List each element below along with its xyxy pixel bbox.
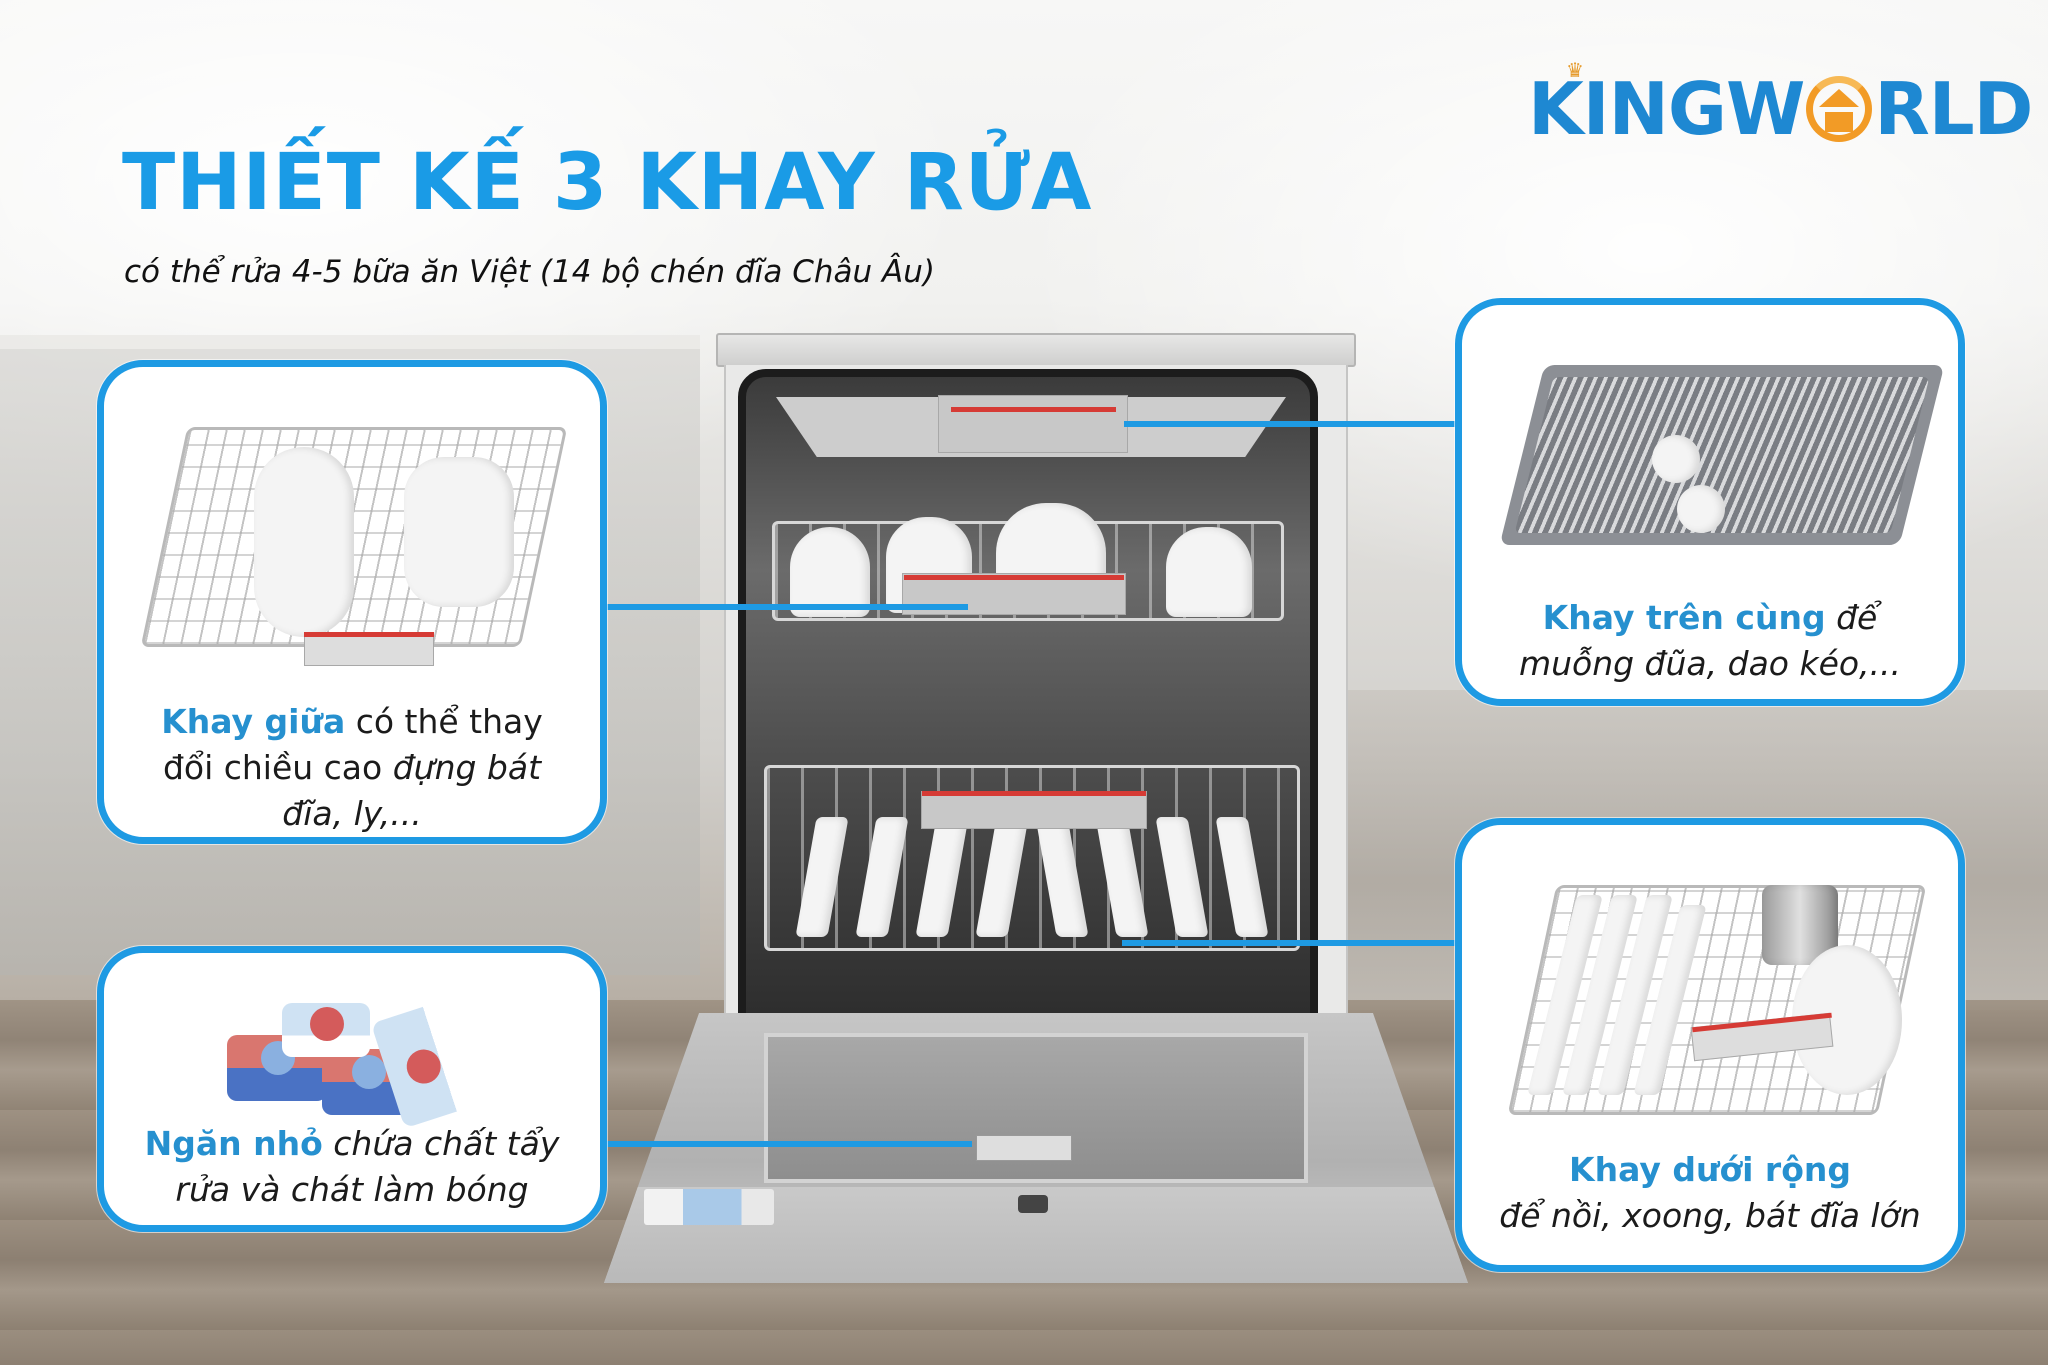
- red-strip: [304, 632, 434, 637]
- feature-card-middle-rack: Khay giữa có thể thay đổi chiều cao đựng…: [97, 360, 607, 844]
- rack-handle: [304, 632, 434, 666]
- bottom-rack-caption: Khay dưới rộng để nồi, xoong, bát đĩa lớ…: [1462, 1147, 1958, 1239]
- middle-rack-red-strip: [904, 575, 1124, 580]
- top-tray-red-strip: [951, 407, 1116, 412]
- dishwasher-tablets-image: [104, 973, 600, 1129]
- dishwasher-interior: [738, 369, 1318, 1029]
- crown-icon: ♛: [1566, 58, 1584, 82]
- cup: [1677, 485, 1725, 533]
- logo-text-left: KINGW: [1528, 67, 1805, 151]
- middle-rack-highlight: Khay giữa: [161, 702, 346, 741]
- bottom-rack-handle: [921, 791, 1147, 829]
- energy-label-sticker: [644, 1189, 774, 1225]
- detergent-caption: Ngăn nhỏ chứa chất tẩy rửa và chát làm b…: [144, 1124, 560, 1209]
- middle-rack-caption: Khay giữa có thể thay đổi chiều cao đựng…: [161, 702, 543, 833]
- bottom-rack-basket-image: [1462, 845, 1958, 1145]
- detergent-dispenser: [976, 1135, 1072, 1161]
- detergent-highlight: Ngăn nhỏ: [144, 1124, 323, 1163]
- connector-middle-rack: [604, 604, 968, 610]
- plate-stack: [254, 447, 354, 637]
- logo-text-right: RLD: [1874, 67, 2033, 151]
- connector-detergent: [604, 1141, 972, 1147]
- feature-card-detergent: Ngăn nhỏ chứa chất tẩy rửa và chát làm b…: [97, 946, 607, 1232]
- tablet: [282, 1003, 370, 1057]
- feature-card-bottom-rack: Khay dưới rộng để nồi, xoong, bát đĩa lớ…: [1455, 818, 1965, 1272]
- feature-card-top-tray: Khay trên cùng để muỗng đũa, dao kéo,...: [1455, 298, 1965, 706]
- cutlery-tray-image: [1462, 345, 1958, 565]
- bowl: [1166, 527, 1252, 617]
- bottom-rack-red-strip: [922, 791, 1146, 796]
- top-tray-caption: Khay trên cùng để muỗng đũa, dao kéo,...: [1518, 598, 1902, 683]
- connector-bottom-rack: [1122, 940, 1462, 946]
- dishwasher-image: [604, 333, 1468, 1283]
- top-tray-handle: [938, 395, 1128, 453]
- cup: [1652, 435, 1700, 483]
- dishwasher-door-open: [604, 1013, 1468, 1283]
- page-title: THIẾT KẾ 3 KHAY RỬA: [122, 138, 1093, 228]
- top-tray-highlight: Khay trên cùng: [1542, 598, 1826, 637]
- house-circle-icon: [1806, 76, 1873, 142]
- door-latch: [1018, 1195, 1048, 1213]
- bottom-rack-highlight: Khay dưới rộng: [1569, 1150, 1851, 1189]
- middle-rack-basket-image: [104, 397, 600, 697]
- cups: [404, 457, 514, 607]
- connector-top-tray: [1124, 421, 1462, 427]
- page-subtitle: có thể rửa 4-5 bữa ăn Việt (14 bộ chén đ…: [124, 254, 935, 290]
- kingworld-logo: ♛ KINGW RLD: [1528, 58, 2033, 154]
- bowl: [790, 527, 870, 617]
- dishwasher-top-panel: [716, 333, 1356, 367]
